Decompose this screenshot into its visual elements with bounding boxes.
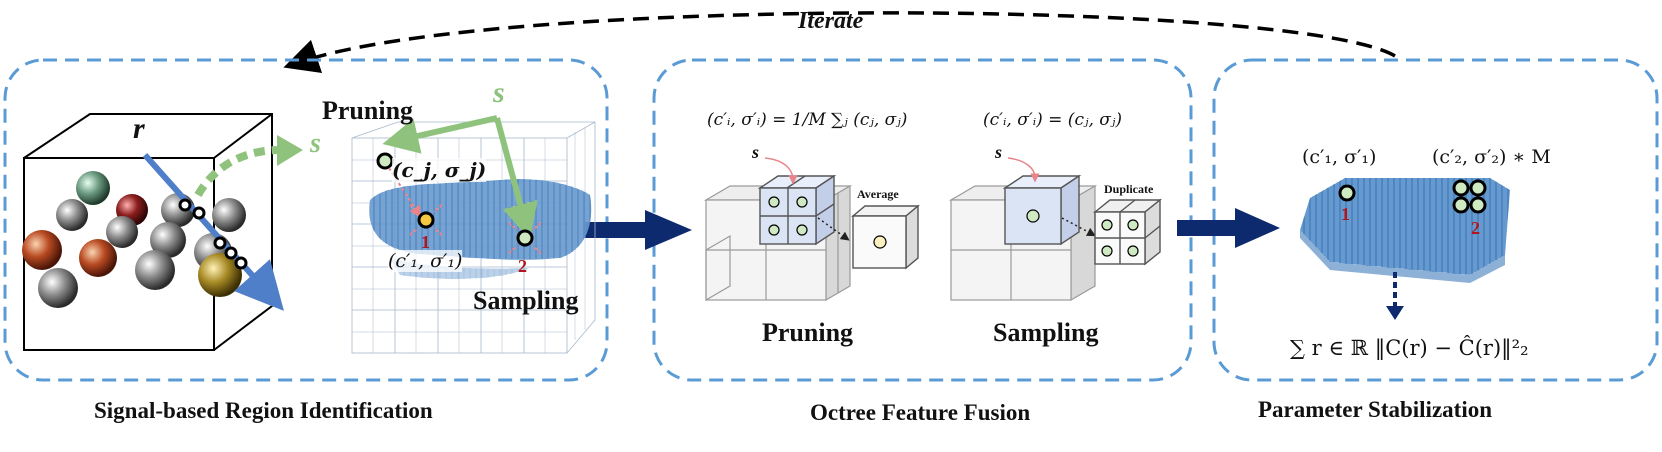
ray-sample-points: [178, 198, 248, 270]
panel3-caption: Parameter Stabilization: [1258, 397, 1492, 422]
signal-label-octree: s: [493, 76, 505, 109]
pruning-cell-points: [768, 196, 808, 236]
panel3-marker-2: 2: [1471, 218, 1480, 238]
sampling-signal-label: s: [995, 142, 1003, 162]
sampling-formula: (c′ᵢ, σ′ᵢ) = (cⱼ, σⱼ): [983, 110, 1122, 130]
point1-label: (c′₁, σ′₁): [1302, 146, 1377, 168]
pruning-title: Pruning: [762, 318, 854, 347]
average-arrow: [817, 217, 850, 241]
panel1-border: [3, 58, 609, 382]
sampled-point: [516, 229, 534, 247]
panel2-caption: Octree Feature Fusion: [810, 400, 1031, 425]
ray-label: r: [133, 112, 145, 145]
stable-point-1: [1338, 184, 1356, 202]
pruning-signal-label: s: [752, 142, 760, 162]
flow-arrow-1: [585, 210, 692, 250]
average-cube: [851, 204, 920, 270]
stable-point-2-cluster: [1452, 179, 1487, 214]
signal-arrow-dashed: [194, 146, 281, 198]
marker-1: 1: [421, 232, 430, 252]
duplicate-cell-points: [1101, 219, 1139, 257]
octree-point-cloud: [369, 179, 592, 260]
loss-formula: ∑ r ∈ ℝ ‖C(r) − Ĉ(r)‖²₂: [1290, 336, 1529, 360]
target-point-label: (c′₁, σ′₁): [388, 250, 463, 272]
sampling-signal-arrow: [1007, 157, 1040, 183]
pruning-formula: (c′ᵢ, σ′ᵢ) = 1/M ∑ⱼ (cⱼ, σⱼ): [707, 110, 908, 130]
pruning-highlight-cubes: [757, 174, 837, 246]
point2-label: (c′₂, σ′₂) ∗ M: [1432, 146, 1551, 168]
duplicate-arrow: [1061, 217, 1096, 237]
pruning-signal-arrow: [764, 157, 798, 185]
iterate-arrow: [283, 11, 1396, 74]
scene-cube: [22, 113, 273, 351]
average-point: [873, 235, 887, 249]
ray-arrow: [142, 153, 284, 311]
flow-arrow-2: [1177, 208, 1280, 248]
panel1-caption: Signal-based Region Identification: [94, 398, 433, 423]
pruned-point: [417, 211, 435, 229]
sampling-arrow: [494, 117, 538, 240]
pruning-label: Pruning: [322, 96, 414, 125]
marker-2: 2: [518, 256, 527, 276]
pruning-arrow: [382, 115, 498, 154]
average-label: Average: [857, 187, 899, 201]
sampling-label: Sampling: [473, 286, 579, 315]
duplicate-label: Duplicate: [1104, 182, 1154, 196]
panel3-marker-1: 1: [1341, 204, 1350, 224]
duplicate-cubes: [1093, 198, 1162, 266]
source-point: [376, 152, 394, 170]
sampling-cell-point: [1026, 209, 1040, 223]
iterate-label: Iterate: [798, 8, 864, 34]
signal-label-scene: s: [310, 128, 321, 159]
source-point-label: (c_j, σ_j): [392, 158, 487, 182]
sampling-title: Sampling: [993, 318, 1099, 347]
sampling-highlight-cube: [1002, 174, 1082, 246]
